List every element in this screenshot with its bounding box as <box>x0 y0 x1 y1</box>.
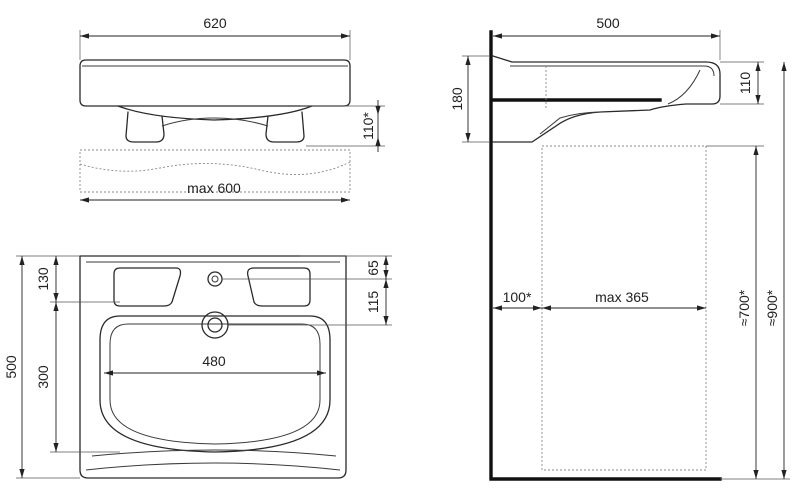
side-wall-offset-label: 100* <box>503 289 532 305</box>
top-back-label: 130 <box>35 267 51 291</box>
arrow <box>53 443 59 452</box>
arrow <box>755 62 761 71</box>
top-basin-outline <box>79 255 347 479</box>
arrow <box>80 197 89 203</box>
top-soap-left <box>113 267 182 307</box>
front-width-label: 620 <box>203 15 227 31</box>
side-bracket-label: 180 <box>449 87 465 111</box>
arrow <box>493 33 502 39</box>
side-basin-profile <box>492 55 721 143</box>
front-pedestal-shadow <box>161 117 269 127</box>
top-front-lip-2 <box>85 462 341 471</box>
front-support-right <box>265 111 305 143</box>
front-max-label: max 600 <box>187 180 241 196</box>
top-soap-right <box>246 267 311 307</box>
top-drain-label: 115 <box>365 291 381 314</box>
arrow <box>53 302 59 311</box>
arrow <box>317 370 326 376</box>
arrow <box>383 270 389 279</box>
front-countertop-outline <box>79 149 351 193</box>
arrow <box>80 33 89 39</box>
arrow <box>383 256 389 265</box>
arrow <box>383 316 389 325</box>
arrow <box>542 305 551 311</box>
top-tap-label: 65 <box>365 260 381 276</box>
arrow <box>781 470 787 479</box>
arrow <box>375 137 381 146</box>
arrow <box>697 305 706 311</box>
top-bowl-outer <box>99 315 331 453</box>
arrow <box>53 256 59 265</box>
front-bowl-underside <box>117 105 313 121</box>
arrow <box>104 370 113 376</box>
arrow <box>781 62 787 71</box>
arrow <box>341 33 350 39</box>
top-depth-label: 500 <box>3 355 19 379</box>
side-bracket-edge <box>539 111 603 135</box>
top-bowl-depth-label: 300 <box>35 365 51 389</box>
side-pedestal-height-label: ≈700* <box>736 289 752 326</box>
side-space-label: max 365 <box>595 289 649 305</box>
top-bowl-width-label: 480 <box>202 353 226 369</box>
arrow <box>755 95 761 104</box>
arrow <box>375 106 381 115</box>
side-wall-floor <box>489 30 722 481</box>
arrow <box>465 56 471 65</box>
arrow <box>493 305 502 311</box>
front-basin-rim <box>79 59 351 107</box>
front-countertop-wave <box>79 161 351 175</box>
front-view: 620 110* max 600 <box>79 15 385 203</box>
top-tap-hole <box>207 271 223 287</box>
side-floor-height-label: ≈900* <box>764 289 780 326</box>
front-support-left <box>125 111 165 143</box>
arrow <box>465 133 471 142</box>
side-pedestal-outline <box>541 145 707 471</box>
arrow <box>19 256 25 265</box>
side-depth-label: 500 <box>596 15 620 31</box>
top-drain-inner <box>207 317 223 333</box>
side-view: 500 180 110 100* max 365 <box>449 15 790 481</box>
top-view: 480 500 130 300 65 115 <box>3 255 392 479</box>
side-rim-label: 110 <box>737 72 753 95</box>
arrow <box>383 279 389 288</box>
arrow <box>19 469 25 478</box>
arrow <box>711 33 720 39</box>
arrow <box>533 305 542 311</box>
top-bowl-inner <box>109 323 321 445</box>
arrow <box>341 197 350 203</box>
arrow <box>753 470 759 479</box>
top-front-lip <box>91 449 337 457</box>
top-tap-hole-inner <box>211 275 219 283</box>
side-bowl-curve <box>667 69 701 105</box>
arrow <box>53 293 59 302</box>
side-rim-line <box>510 65 715 77</box>
front-gap-label: 110* <box>360 112 376 140</box>
arrow <box>753 146 759 155</box>
